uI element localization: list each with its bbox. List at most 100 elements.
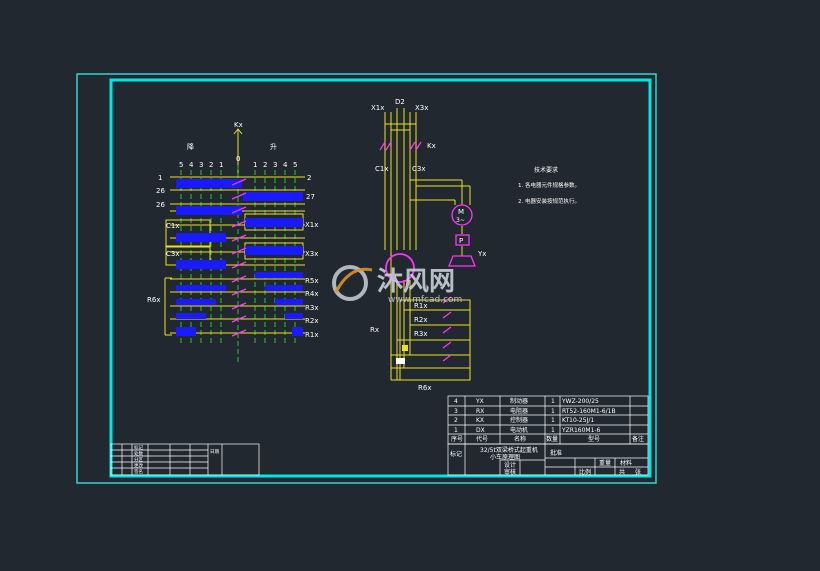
- bom-row-code: DX: [476, 427, 485, 434]
- contactor-contacts: [379, 141, 452, 362]
- watermark-brand: 沐风网: [377, 267, 455, 297]
- kx-arrow: [233, 128, 243, 135]
- label-scale: 比例: [579, 468, 591, 476]
- kx-label: Kx: [234, 121, 243, 129]
- label-approve: 批准: [550, 449, 562, 457]
- left-term-26b: 26: [156, 201, 165, 209]
- bom-row-spec: YWZ-200/25: [561, 398, 599, 405]
- left-pos-3: 3: [199, 161, 203, 169]
- right-term-x1x: X1x: [305, 221, 318, 229]
- label-check: 审核: [504, 468, 516, 476]
- left-term-c3x: C3x: [166, 250, 179, 258]
- bom-row-no: 3: [454, 408, 458, 415]
- controller-diagram: Kx 降 升 5 4 3 2 1 0 1 2 3 4 5: [147, 121, 318, 365]
- bom-row-name: 电动机: [510, 426, 528, 434]
- title-line-2: 小车原理图: [490, 453, 520, 461]
- revision-row: 处数: [134, 450, 143, 457]
- revision-right-label: 日期: [210, 449, 219, 455]
- top-label-d2: D2: [395, 98, 405, 106]
- resistor-r3x-label: R3x: [414, 330, 427, 338]
- left-term-1: 1: [158, 174, 162, 182]
- left-side-label: 降: [187, 142, 194, 151]
- bom-row-qty: 1: [551, 408, 555, 415]
- controller-contact-blocks: [176, 179, 303, 336]
- bom-row-qty: 1: [551, 427, 555, 434]
- notes-line-2: 2. 电器安装按规范执行。: [518, 197, 580, 205]
- title-line-1: 32/5t双梁桥式起重机: [480, 446, 538, 454]
- right-pos-3: 3: [273, 161, 277, 169]
- label-sheet: 共: [619, 468, 625, 476]
- left-pos-4: 4: [189, 161, 194, 169]
- top-label-x1x: X1x: [371, 104, 384, 112]
- watermark-logo-swoosh: [334, 267, 373, 293]
- bom-header-qty: 数量: [546, 435, 558, 443]
- controller-magenta-contacts: [231, 178, 247, 337]
- outer-sheet-frame: [76, 73, 657, 484]
- motor-m-symbol: [451, 204, 473, 226]
- bom-row-qty: 1: [551, 398, 555, 405]
- label-design: 设计: [504, 461, 516, 469]
- resistor-r2x-label: R2x: [414, 316, 427, 324]
- right-term-x3x: X3x: [305, 250, 318, 258]
- title-block-text: 32/5t双梁桥式起重机 小车原理图 标记 设计 审核 批准 比例 重量 共 张…: [450, 446, 641, 476]
- right-pos-4: 4: [283, 161, 288, 169]
- right-pos-5: 5: [293, 161, 297, 169]
- revision-row: 分区: [134, 456, 143, 463]
- bom-row-name: 控制器: [510, 416, 528, 424]
- left-term-c1x: C1x: [166, 222, 179, 230]
- label-material: 材料: [620, 459, 632, 467]
- right-term-2: 2: [307, 174, 311, 182]
- revision-row: 签名: [134, 468, 143, 475]
- main-motor-symbol: [385, 253, 415, 283]
- rx-label: Rx: [370, 326, 379, 334]
- right-term-r1x: R1x: [305, 331, 318, 339]
- left-pos-1: 1: [219, 161, 223, 169]
- bom-header-no: 序号: [451, 435, 463, 443]
- watermark: 沐风网 www.mfcad.com: [332, 265, 462, 305]
- bom-row-spec: YZR160M1-6: [561, 427, 601, 434]
- resistor-bank-marker: [402, 345, 408, 351]
- technical-notes: 技术要求 1. 各电器元件规格参数。 2. 电器安装按规范执行。: [518, 166, 580, 205]
- right-pos-2: 2: [263, 161, 267, 169]
- bom-row-no: 4: [454, 398, 458, 405]
- power-circuit: X1x D2 X3x: [370, 98, 486, 392]
- yx-label: Yx: [477, 250, 486, 258]
- right-term-r2x: R2x: [305, 317, 318, 325]
- kx-contact-label: Kx: [427, 142, 436, 150]
- brake-p-symbol: [455, 234, 470, 246]
- right-term-r4x: R4x: [305, 290, 318, 298]
- notes-line-1: 1. 各电器元件规格参数。: [518, 181, 580, 189]
- inner-drawing-frame: [109, 78, 652, 478]
- bom-header-spec: 型号: [588, 435, 600, 443]
- top-label-x3x: X3x: [415, 104, 428, 112]
- title-stamp: 标记: [450, 450, 462, 458]
- brake-p-label: P: [459, 237, 463, 245]
- bom-header-code: 代号: [476, 435, 488, 443]
- right-side-label: 升: [270, 142, 277, 151]
- right-term-r3x: R3x: [305, 304, 318, 312]
- left-pos-2: 2: [209, 161, 213, 169]
- revision-row: 更改: [134, 462, 143, 469]
- motor-phase-label: 3~: [456, 217, 465, 224]
- bom-header-name: 名称: [514, 435, 526, 443]
- bom-row-spec: RT52-160M1-6/1B: [562, 408, 616, 415]
- watermark-url: www.mfcad.com: [388, 295, 462, 305]
- power-wires: [384, 108, 471, 381]
- motor-m-label: M: [458, 208, 464, 216]
- bom-row-name: 制动器: [510, 397, 528, 405]
- bom-row-no: 1: [454, 427, 458, 434]
- revision-row: 标记: [134, 444, 143, 451]
- right-term-r5x: R5x: [305, 277, 318, 285]
- bom-row-code: KX: [476, 417, 484, 424]
- resistor-marker: [396, 358, 405, 364]
- right-pos-1: 1: [253, 161, 257, 169]
- bom-row-spec: KT10-25J/1: [562, 417, 594, 424]
- bom-row-code: RX: [476, 408, 484, 415]
- c1x-label: C1x: [375, 165, 388, 173]
- bom-row-name: 电阻器: [510, 407, 528, 415]
- bom-rows: 4 YX 制动器 1 YWZ-200/25 3 RX 电阻器 1 RT52-16…: [451, 397, 644, 443]
- r6x-label: R6x: [418, 384, 431, 392]
- left-pos-5: 5: [179, 161, 183, 169]
- right-term-27: 27: [306, 193, 315, 201]
